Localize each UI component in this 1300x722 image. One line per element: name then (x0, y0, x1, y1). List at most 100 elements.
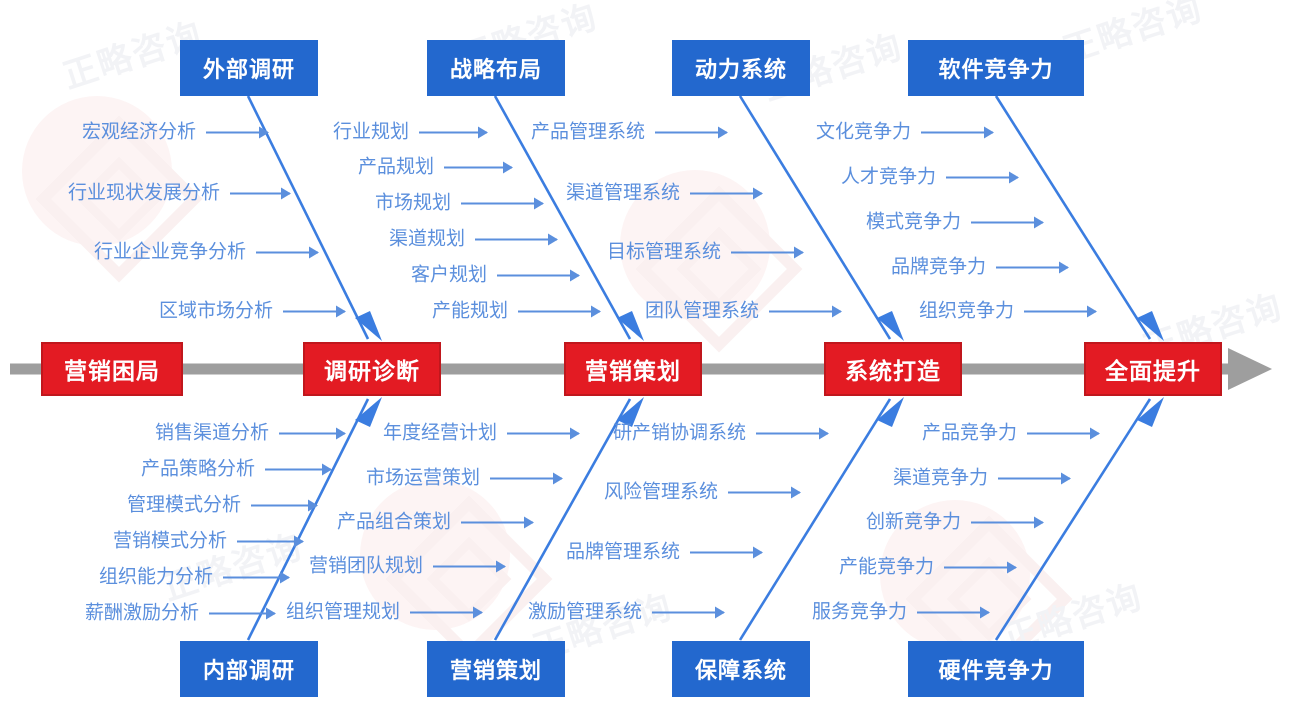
cause-item[interactable]: 渠道竞争力 (893, 469, 1071, 488)
cause-label: 区域市场分析 (158, 300, 273, 322)
cause-item[interactable]: 团队管理系统 (645, 300, 842, 322)
cause-arrow-icon (283, 310, 345, 312)
cause-item[interactable]: 薪酬激励分析 (0, 604, 275, 623)
category-box-bottom-3-label: 保障系统 (694, 658, 787, 683)
cause-label: 产能竞争力 (839, 556, 935, 578)
cause-label: 营销模式分析 (112, 530, 227, 552)
cause-item[interactable]: 渠道规划 (389, 228, 558, 250)
cause-arrow-icon (1027, 432, 1100, 434)
cause-arrow-icon (944, 566, 1017, 568)
cause-label: 渠道规划 (389, 228, 466, 250)
category-box-bottom-1[interactable]: 内部调研 (180, 641, 318, 697)
cause-item[interactable]: 市场规划 (375, 192, 544, 214)
cause-arrow-icon (518, 310, 601, 312)
cause-label: 行业现状发展分析 (67, 182, 220, 204)
cause-item[interactable]: 产品管理系统 (531, 123, 728, 142)
cause-item[interactable]: 客户规划 (411, 264, 580, 286)
cause-item[interactable]: 激励管理系统 (528, 601, 725, 623)
spine-stage-3-label: 营销策划 (585, 358, 681, 384)
cause-item[interactable]: 服务竞争力 (812, 603, 990, 622)
cause-label: 产品组合策划 (337, 511, 452, 533)
category-box-bottom-4[interactable]: 硬件竞争力 (908, 641, 1084, 697)
cause-item[interactable]: 产能竞争力 (839, 556, 1017, 578)
cause-label: 组织竞争力 (919, 300, 1015, 322)
cause-arrow-icon (921, 131, 994, 133)
cause-item[interactable]: 产品竞争力 (922, 424, 1100, 443)
category-box-bottom-3[interactable]: 保障系统 (672, 641, 810, 697)
category-box-top-2[interactable]: 战略布局 (427, 40, 565, 96)
cause-arrow-icon (507, 432, 580, 434)
cause-arrow-icon (996, 266, 1069, 268)
cause-item[interactable]: 销售渠道分析 (0, 424, 345, 443)
category-box-top-4[interactable]: 软件竞争力 (908, 40, 1084, 96)
cause-label: 产能规划 (432, 300, 509, 322)
cause-item[interactable]: 营销团队规划 (309, 557, 506, 576)
category-box-top-1-label: 外部调研 (202, 57, 295, 82)
cause-item[interactable]: 品牌管理系统 (566, 543, 763, 562)
cause-arrow-icon (655, 131, 728, 133)
cause-item[interactable]: 文化竞争力 (816, 121, 994, 143)
cause-item[interactable]: 产品规划 (358, 158, 513, 177)
cause-item[interactable]: 渠道管理系统 (566, 184, 763, 203)
cause-item[interactable]: 产能规划 (432, 300, 601, 322)
cause-arrow-icon (279, 432, 345, 434)
cause-label: 激励管理系统 (528, 601, 643, 623)
cause-arrow-icon (690, 551, 763, 553)
cause-item[interactable]: 风险管理系统 (604, 483, 801, 502)
category-box-bottom-2-label: 营销策划 (449, 658, 542, 683)
cause-label: 文化竞争力 (816, 121, 912, 143)
cause-item[interactable]: 研产销协调系统 (613, 424, 829, 443)
cause-item[interactable]: 组织管理规划 (286, 603, 483, 622)
category-box-bottom-2[interactable]: 营销策划 (427, 641, 565, 697)
cause-item[interactable]: 目标管理系统 (607, 243, 804, 262)
cause-arrow-icon (209, 612, 275, 614)
cause-item[interactable]: 产品组合策划 (337, 511, 534, 533)
spine-arrowhead-icon (1228, 348, 1272, 390)
category-box-top-3-label: 动力系统 (694, 57, 787, 82)
cause-arrow-icon (497, 274, 580, 276)
cause-arrow-icon (265, 468, 331, 470)
cause-arrow-icon (475, 238, 558, 240)
cause-arrow-icon (769, 310, 842, 312)
cause-item[interactable]: 组织能力分析 (0, 568, 289, 587)
top-branch-lines (246, 95, 1152, 340)
spine-stage-4[interactable]: 系统打造 (824, 342, 962, 396)
spine-stage-1[interactable]: 营销困局 (41, 342, 183, 396)
spine-stage-4-label: 系统打造 (845, 358, 941, 384)
cause-item[interactable]: 产品策略分析 (0, 460, 331, 479)
cause-item[interactable]: 行业现状发展分析 (0, 184, 290, 203)
cause-arrow-icon (756, 432, 829, 434)
cause-item[interactable]: 市场运营策划 (366, 469, 563, 488)
cause-item[interactable]: 行业规划 (333, 123, 488, 142)
cause-item[interactable]: 创新竞争力 (866, 511, 1044, 533)
cause-item[interactable]: 营销模式分析 (0, 532, 303, 551)
spine-stage-3[interactable]: 营销策划 (564, 342, 702, 396)
cause-label: 客户规划 (411, 264, 488, 286)
cause-item[interactable]: 模式竞争力 (866, 213, 1044, 232)
cause-label: 产品策略分析 (140, 458, 255, 480)
cause-item[interactable]: 年度经营计划 (383, 424, 580, 443)
cause-item[interactable]: 管理模式分析 (0, 496, 317, 515)
cause-item[interactable]: 品牌竞争力 (891, 258, 1069, 277)
spine-stage-2[interactable]: 调研诊断 (303, 342, 441, 396)
category-box-top-1[interactable]: 外部调研 (180, 40, 318, 96)
category-box-top-3[interactable]: 动力系统 (672, 40, 810, 96)
cause-label: 组织能力分析 (98, 566, 213, 588)
cause-label: 市场规划 (375, 192, 452, 214)
spine-stage-5-label: 全面提升 (1105, 358, 1201, 384)
cause-item[interactable]: 宏观经济分析 (0, 123, 268, 142)
cause-label: 创新竞争力 (866, 511, 962, 533)
cause-arrow-icon (237, 540, 303, 542)
category-box-bottom-1-label: 内部调研 (202, 658, 295, 683)
spine-stage-5[interactable]: 全面提升 (1084, 342, 1222, 396)
cause-item[interactable]: 人才竞争力 (841, 168, 1019, 187)
cause-label: 团队管理系统 (645, 300, 760, 322)
category-box-top-2-label: 战略布局 (449, 57, 542, 82)
cause-item[interactable]: 组织竞争力 (919, 300, 1097, 322)
bottom-branch-lines (246, 398, 1152, 641)
cause-arrow-icon (444, 166, 513, 168)
cause-arrow-icon (917, 611, 990, 613)
cause-item[interactable]: 区域市场分析 (0, 302, 345, 321)
cause-item[interactable]: 行业企业竞争分析 (0, 243, 318, 262)
